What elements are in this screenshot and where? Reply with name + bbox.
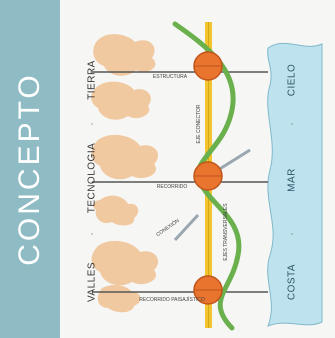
connector-upper bbox=[218, 150, 250, 170]
separator-dot-right-2: · bbox=[290, 229, 293, 240]
node-label-bottom: RECORRIDO PAISAJÍSTICO bbox=[139, 297, 204, 303]
separator-dot-right-1: · bbox=[290, 119, 293, 130]
terrain-blob-6 bbox=[98, 285, 141, 312]
separator-dot-left-2: · bbox=[90, 229, 93, 240]
terrain-blob-2 bbox=[91, 82, 151, 120]
label-tecnologia: TECNOLOGIA bbox=[87, 143, 98, 214]
node-label-top: ESTRUCTURA bbox=[153, 74, 187, 80]
label-valles: VALLES bbox=[87, 262, 98, 302]
label-costa: COSTA bbox=[287, 264, 298, 300]
note-ejes-transversales: EJES TRANSVERSALES bbox=[223, 203, 229, 260]
note-eje-conector: EJE CONECTOR bbox=[196, 104, 202, 143]
label-mar: MAR bbox=[287, 168, 298, 192]
terrain-blob-3 bbox=[92, 135, 159, 179]
label-cielo: CIELO bbox=[287, 64, 298, 97]
terrain-blob-5 bbox=[92, 241, 159, 285]
label-tierra: TIERRA bbox=[87, 60, 98, 100]
terrain-blob-4 bbox=[93, 196, 138, 226]
separator-dot-left-1: · bbox=[90, 119, 93, 130]
node-label-mid: RECORRIDO bbox=[157, 184, 188, 190]
terrain-blob-1 bbox=[93, 34, 155, 76]
